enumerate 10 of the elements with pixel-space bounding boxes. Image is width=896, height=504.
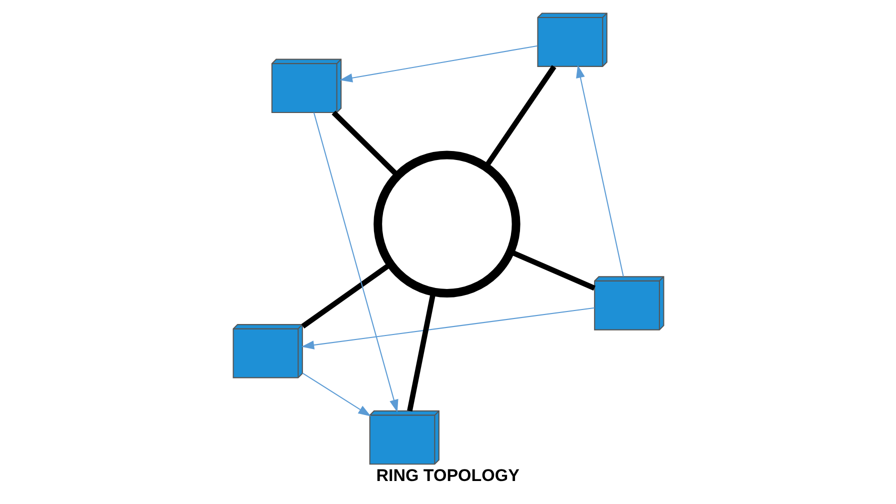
connector <box>331 110 399 177</box>
arrow <box>339 44 538 82</box>
node-circle <box>373 150 520 297</box>
arrow <box>312 112 398 412</box>
arrow <box>576 64 624 276</box>
caption: RING TOPOLOGY <box>376 465 519 484</box>
connector <box>483 64 556 168</box>
arrow <box>300 306 594 349</box>
arrow <box>302 372 370 416</box>
connector <box>300 262 392 328</box>
